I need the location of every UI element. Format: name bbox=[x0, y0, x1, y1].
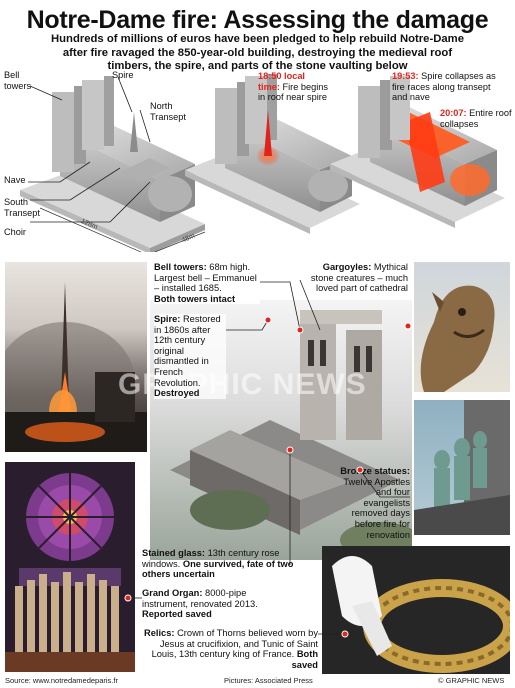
label-bell-towers: Bell towers bbox=[4, 70, 32, 91]
timeline-1953: 19:53: Spire collapses as fire races alo… bbox=[392, 71, 496, 103]
timeline-1850: 18:50 local time: Fire begins in roof ne… bbox=[258, 71, 328, 103]
label-nave: Nave bbox=[4, 175, 26, 185]
cathedral-model-3 bbox=[330, 76, 505, 228]
label-choir: Choir bbox=[4, 227, 26, 237]
photo-gargoyle bbox=[414, 262, 510, 392]
label-north-transept: North Transept bbox=[150, 101, 186, 122]
photo-rose-window-organ bbox=[5, 462, 135, 672]
annotation-grand-organ: Grand Organ: 8000-pipe instrument, renov… bbox=[142, 588, 258, 620]
label-south-transept: South Transept bbox=[4, 197, 40, 218]
label-spire: Spire bbox=[112, 70, 134, 80]
cathedral-model-1 bbox=[20, 76, 205, 252]
timeline-2007: 20:07: Entire roof collapses bbox=[440, 108, 512, 129]
annotation-bell-towers: Bell towers: 68m high. Largest bell – Em… bbox=[154, 262, 260, 305]
footer-pictures: Pictures: Associated Press bbox=[224, 676, 313, 685]
annotation-relics: Relics: Crown of Thorns believed worn by… bbox=[144, 628, 318, 670]
footer-credit: © GRAPHIC NEWS bbox=[438, 676, 505, 685]
annotation-stained-glass: Stained glass: 13th century rose windows… bbox=[142, 548, 294, 580]
footer-source: Source: www.notredamedeparis.fr bbox=[5, 676, 118, 685]
subtitle-line: after fire ravaged the 850-year-old buil… bbox=[62, 46, 453, 59]
photo-aerial-cathedral bbox=[150, 300, 412, 560]
photo-spire-fire bbox=[5, 262, 147, 452]
page-title: Notre-Dame fire: Assessing the damage bbox=[26, 6, 489, 34]
annotation-spire: Spire: Restored in 1860s after 12th cent… bbox=[154, 314, 226, 399]
subtitle-line: Hundreds of millions of euros have been … bbox=[50, 33, 464, 45]
photo-crown-of-thorns bbox=[322, 546, 510, 674]
cathedral-model-2 bbox=[185, 74, 360, 234]
photo-bronze-statues bbox=[414, 400, 510, 535]
annotation-gargoyles: Gargoyles: Mythical stone creatures – mu… bbox=[310, 262, 408, 294]
cathedral-diagrams bbox=[20, 74, 505, 252]
subtitle: Hundreds of millions of euros have been … bbox=[40, 33, 475, 74]
subtitle-line: timbers, the spire, and parts of the sto… bbox=[107, 60, 408, 73]
annotation-bronze-statues: Bronze statues: Twelve Apostles and four… bbox=[340, 466, 410, 540]
